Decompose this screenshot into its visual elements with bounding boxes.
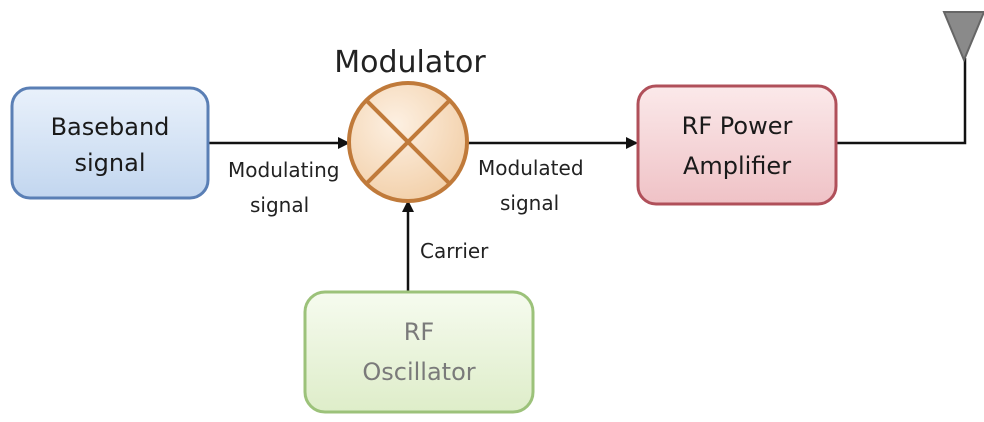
- amplifier-label-line2: Amplifier: [683, 152, 791, 180]
- antenna-triangle: [942, 11, 984, 63]
- mixer-cross-line-2: [364, 98, 452, 186]
- modulator-title: Modulator: [334, 45, 486, 80]
- oscillator-label-line2: Oscillator: [362, 358, 475, 386]
- oscillator-label-line1: RF: [404, 318, 434, 346]
- modulating-label-line1: Modulating: [228, 158, 339, 182]
- amplifier-block-box: [636, 84, 838, 206]
- baseband-label-line1: Baseband: [51, 113, 170, 141]
- carrier-label: Carrier: [420, 239, 489, 263]
- modulating-label-line2: signal: [250, 193, 309, 217]
- modulated-label-line1: Modulated: [478, 156, 584, 180]
- baseband-block-box: [10, 86, 210, 200]
- baseband-label-line2: signal: [75, 149, 146, 177]
- antenna-icon: [942, 11, 984, 63]
- baseband-signal-block: Baseband signal: [10, 86, 210, 200]
- amplifier-label-line1: RF Power: [682, 112, 793, 140]
- modulator-mixer: [347, 81, 469, 203]
- oscillator-block-box: [303, 290, 535, 414]
- modulated-label-line2: signal: [500, 191, 559, 215]
- rf-power-amplifier-block: RF Power Amplifier: [636, 84, 838, 206]
- antenna-feed-line: [836, 58, 967, 145]
- rf-oscillator-block: RF Oscillator: [303, 290, 535, 414]
